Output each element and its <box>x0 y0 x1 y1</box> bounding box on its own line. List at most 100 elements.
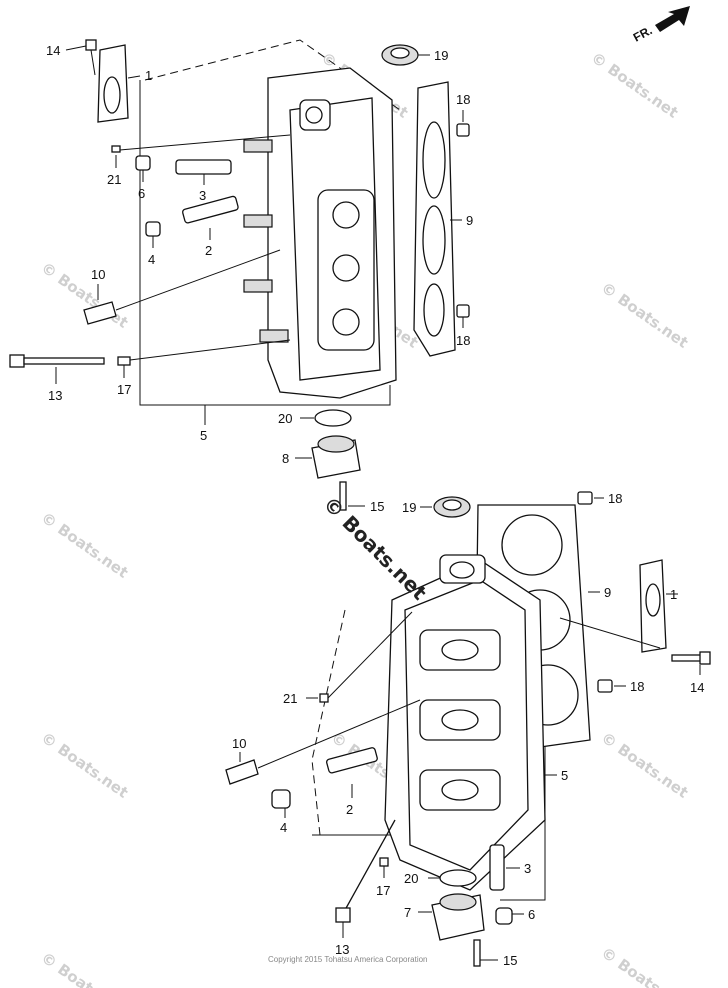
dowel-18 <box>577 491 593 505</box>
callout-label: 19 <box>434 48 448 63</box>
guide-2 <box>326 747 378 774</box>
seal-19-top <box>381 44 419 66</box>
valve-port <box>332 201 360 229</box>
guide-3 <box>175 159 232 175</box>
cover-slot <box>645 583 661 617</box>
bolt-head <box>699 651 711 665</box>
leader-line <box>115 249 281 311</box>
watermark: © Boats.net <box>38 259 132 332</box>
callout-label: 3 <box>524 861 531 876</box>
seal-hole <box>390 47 410 59</box>
thermostat-cover-8 <box>311 435 361 479</box>
gasket-bore <box>501 514 563 576</box>
dowel-18 <box>456 304 470 318</box>
callout-label: 18 <box>608 491 622 506</box>
callout-label: 21 <box>283 691 297 706</box>
seal-19-bottom <box>433 496 471 518</box>
watermark: © Boats.net <box>38 949 132 988</box>
callout-label: 4 <box>148 252 155 267</box>
dashed-leader <box>311 609 346 836</box>
watermark: © Boats.net <box>588 49 682 122</box>
callout-label: 10 <box>91 267 105 282</box>
plug-4 <box>271 789 291 809</box>
cylinder-head-top <box>243 67 397 399</box>
gasket-bore <box>422 205 446 275</box>
callout-label: 18 <box>456 333 470 348</box>
callout-label: 19 <box>402 500 416 515</box>
callout-label: 5 <box>200 428 207 443</box>
watermark: © Boats.net <box>598 944 692 988</box>
gasket-bore <box>423 283 445 337</box>
top-cylinder-head-assembly <box>9 39 470 511</box>
cover-neck <box>439 893 477 911</box>
copyright-text: Copyright 2015 Tohatsu America Corporati… <box>268 955 428 964</box>
bolt-shank <box>344 819 396 911</box>
guide-3 <box>489 844 505 891</box>
front-label: FR. <box>631 23 655 44</box>
bolt-head <box>85 39 97 51</box>
callout-label: 4 <box>280 820 287 835</box>
callout-label: 20 <box>404 871 418 886</box>
callout-label: 7 <box>404 905 411 920</box>
boss-hole <box>449 561 475 579</box>
bolt-15 <box>473 939 481 967</box>
thermostat-cover-7 <box>431 893 485 941</box>
leader-line <box>119 134 291 151</box>
guide-2 <box>182 195 239 224</box>
boss-hole <box>305 106 323 124</box>
front-arrow-icon <box>655 6 690 32</box>
watermark: © Boats.net <box>598 279 692 352</box>
callout-label: 14 <box>46 43 60 58</box>
bolt-shank <box>23 357 105 365</box>
leader-line <box>559 617 661 649</box>
exhaust-cover-1-bottom <box>639 559 667 653</box>
dowel-18 <box>456 123 470 137</box>
stud <box>243 214 273 228</box>
bracket-line <box>139 80 391 406</box>
bolt-shank <box>671 654 705 662</box>
callout-label: 14 <box>690 680 704 695</box>
bolt-shank <box>90 49 96 76</box>
callout-label: 15 <box>370 499 384 514</box>
callout-label: 2 <box>205 243 212 258</box>
callout-label: 17 <box>376 883 390 898</box>
bolt-14-top <box>85 39 97 76</box>
cam-bore <box>441 709 479 731</box>
front-direction-indicator: FR. <box>631 6 690 45</box>
dowel-18 <box>597 679 613 693</box>
head-gasket-top <box>413 81 456 357</box>
callout-label: 6 <box>138 186 145 201</box>
callouts-top: 14 1 19 18 21 6 3 9 2 4 10 18 13 17 5 20… <box>46 43 473 514</box>
bolt-14-bottom <box>671 651 711 665</box>
plug-6 <box>495 907 513 925</box>
callout-label: 9 <box>604 585 611 600</box>
leader-line <box>129 339 291 361</box>
seal-hole <box>442 499 462 511</box>
callout-label: 18 <box>456 92 470 107</box>
cam-bore <box>441 779 479 801</box>
plug-4 <box>145 221 161 237</box>
cylinder-head-bottom <box>384 554 546 891</box>
leader-line <box>327 611 413 699</box>
callout-label: 18 <box>630 679 644 694</box>
spring-10 <box>83 301 117 325</box>
callout-label: 13 <box>48 388 62 403</box>
callouts-bottom: 19 18 9 1 14 18 21 10 5 2 4 3 20 17 7 6 <box>232 491 704 968</box>
callout-label: 1 <box>145 68 152 83</box>
callout-label: 6 <box>528 907 535 922</box>
plug-6 <box>135 155 151 171</box>
o-ring-20 <box>314 409 352 427</box>
pin-21 <box>319 693 329 703</box>
callout-label: 15 <box>503 953 517 968</box>
callout-label: 8 <box>282 451 289 466</box>
callout-label: 1 <box>670 587 677 602</box>
pin-21 <box>111 145 121 153</box>
stud <box>243 139 273 153</box>
spring-10 <box>225 759 259 785</box>
bolt-head <box>9 354 25 368</box>
bolt-head <box>335 907 351 923</box>
cover-neck <box>317 435 355 453</box>
callout-label: 21 <box>107 172 121 187</box>
